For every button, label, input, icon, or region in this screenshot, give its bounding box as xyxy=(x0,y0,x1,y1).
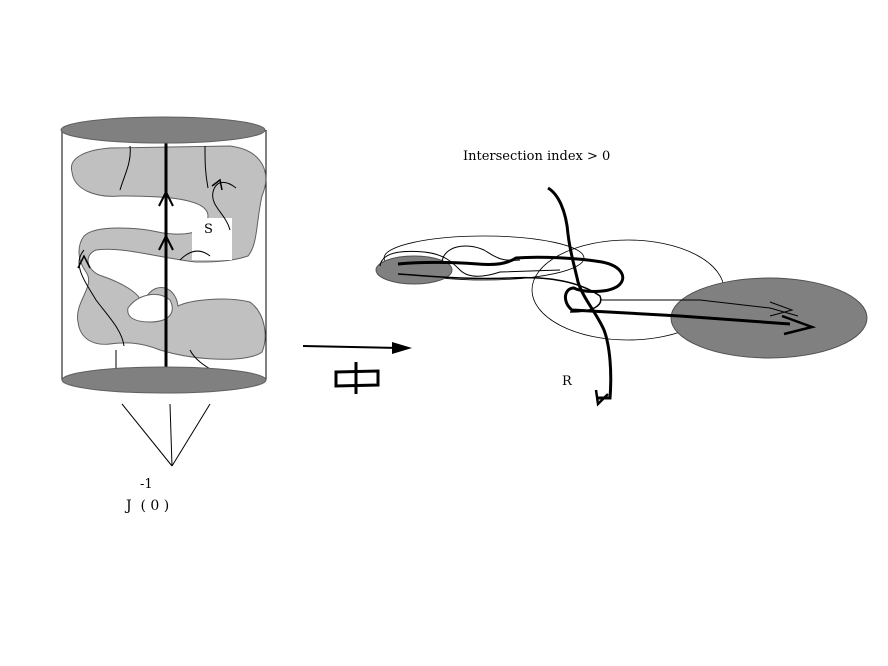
source-disk xyxy=(375,255,453,285)
right-arrow-icon xyxy=(392,342,412,354)
left-lobe-outline xyxy=(379,250,561,277)
crossing-arrow-icon xyxy=(594,389,609,407)
map-arrow xyxy=(302,342,412,354)
preimage-fan xyxy=(121,403,211,467)
twisted-curve-lower xyxy=(397,273,602,313)
preimage-superscript: -1 xyxy=(140,477,153,492)
cylinder: S xyxy=(60,116,267,394)
curve-arrow-icon xyxy=(781,314,817,336)
crossing-curve xyxy=(547,186,613,400)
s-surface-hole xyxy=(127,293,173,323)
strand-arrow-icon xyxy=(769,301,794,317)
image-figure: Intersection index > 0 R xyxy=(375,149,868,407)
flow-curve-2 xyxy=(204,145,209,189)
flow-curve-3 xyxy=(212,182,237,231)
cylinder-top xyxy=(60,116,266,144)
axis-arrow-icon-1 xyxy=(158,189,174,207)
left-lobe-inner xyxy=(441,245,521,263)
target-disk xyxy=(670,277,868,359)
flow-curve-5 xyxy=(179,250,211,261)
cylinder-bottom xyxy=(61,366,267,394)
flow-curve-1 xyxy=(119,145,131,191)
s-label-box xyxy=(192,218,232,260)
flow-arrow-icon-2 xyxy=(211,178,223,191)
axis-arrow-icon-2 xyxy=(158,233,174,251)
intersection-label: Intersection index > 0 xyxy=(463,149,610,164)
flow-curve-4 xyxy=(78,249,125,347)
flow-arrow-icon-1 xyxy=(77,254,91,269)
preimage-label: J ( 0 ) xyxy=(124,498,169,514)
s-label: S xyxy=(204,222,213,237)
s-surface xyxy=(70,145,267,360)
phi-glyph xyxy=(334,362,380,394)
r-label: R xyxy=(562,374,573,389)
twisted-curve xyxy=(397,255,791,326)
